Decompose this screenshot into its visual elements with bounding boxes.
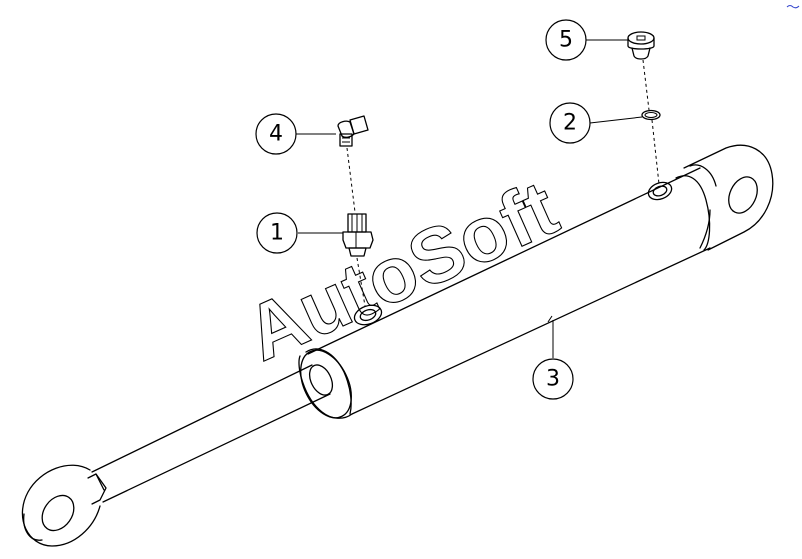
port-left <box>353 304 383 326</box>
part-4-elbow <box>337 115 369 147</box>
callout-4-label: 4 <box>269 122 283 147</box>
watermark-text: AutoSoft <box>233 163 570 377</box>
part-2-oring <box>641 109 661 121</box>
part-5-plug <box>627 31 655 60</box>
callout-1-label: 1 <box>270 221 284 246</box>
callout-3: 3 <box>532 358 574 400</box>
callout-2-label: 2 <box>563 111 577 136</box>
corner-mark <box>786 5 800 9</box>
cylinder-cap <box>675 144 774 251</box>
leader-lines <box>296 39 643 358</box>
callout-5: 5 <box>545 19 587 61</box>
port-right <box>647 181 673 201</box>
callout-5-label: 5 <box>559 28 573 53</box>
assembly-lines <box>346 59 660 307</box>
callout-3-label: 3 <box>546 367 560 392</box>
hydraulic-cylinder <box>21 144 774 547</box>
rod-eye <box>21 464 101 547</box>
callout-4: 4 <box>255 113 297 155</box>
part-1-fitting <box>342 213 374 257</box>
callout-1: 1 <box>256 212 298 254</box>
piston-rod <box>87 364 334 505</box>
callout-2: 2 <box>549 102 591 144</box>
